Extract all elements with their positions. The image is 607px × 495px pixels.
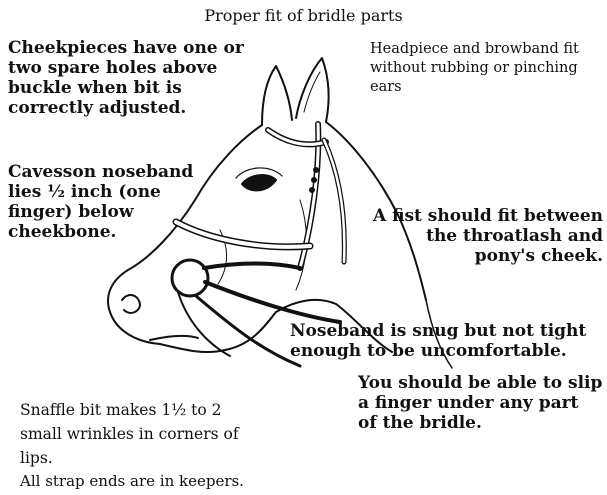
throat-outline bbox=[336, 304, 392, 352]
snaffle-ring bbox=[172, 260, 208, 296]
mouth bbox=[150, 336, 198, 340]
left-ear bbox=[262, 66, 292, 125]
bit-to-cheek bbox=[204, 264, 300, 269]
eye bbox=[242, 175, 276, 190]
right-ear bbox=[296, 58, 329, 122]
jaw-outline bbox=[160, 300, 336, 352]
nostril bbox=[122, 295, 140, 313]
